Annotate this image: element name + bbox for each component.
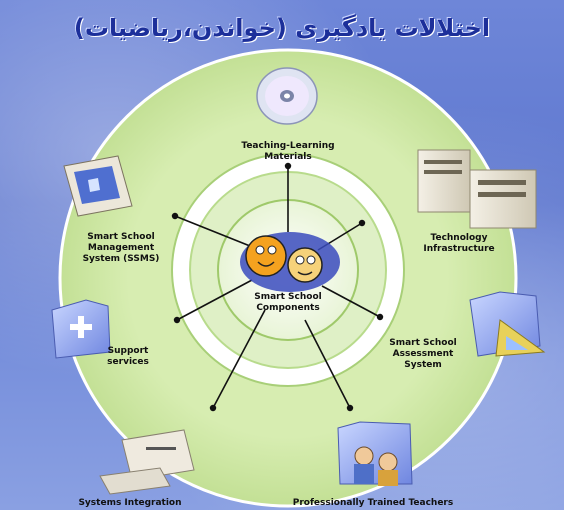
folder-triangle-icon <box>469 291 546 357</box>
folder-plus-icon <box>51 299 111 359</box>
spokes <box>174 166 381 409</box>
cd-disc-icon <box>256 67 318 125</box>
label-management: Smart School Management System (SSMS) <box>82 232 160 264</box>
label-assessment: Smart School Assessment System <box>389 338 457 370</box>
label-support: Support services <box>107 346 149 367</box>
spoke-dots <box>171 162 384 412</box>
monitor-icon <box>63 155 133 217</box>
label-teaching-learning: Teaching-Learning Materials <box>241 141 335 162</box>
label-integration: Systems Integration <box>78 498 182 508</box>
label-teachers: Professionally Trained Teachers <box>292 498 454 508</box>
mascot-icon <box>240 232 340 292</box>
server-icon <box>417 149 537 229</box>
teachers-folder-icon <box>337 421 413 486</box>
computer-icon <box>99 429 195 495</box>
page-title: اختلالات یادگیری (خواندن،ریاضیات) <box>73 14 491 42</box>
label-technology: Technology Infrastructure <box>423 233 495 254</box>
center-label: Smart School Components <box>254 292 322 313</box>
